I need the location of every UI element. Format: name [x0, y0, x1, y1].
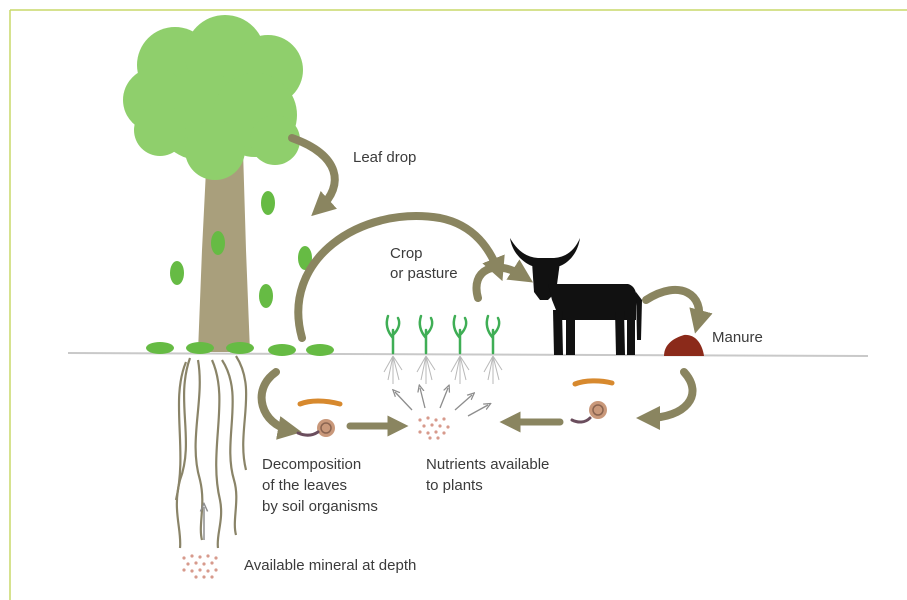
leaves-to-decomposition-arrow [262, 372, 290, 430]
manure-pile [664, 335, 704, 356]
label-decomposition: Decomposition [262, 455, 361, 475]
label-crop: Crop [390, 244, 423, 264]
ground-line [68, 353, 868, 356]
tree-roots [176, 356, 246, 548]
uptake-arrows [395, 388, 488, 416]
tree-trunk [198, 150, 250, 352]
crop-plants [384, 316, 502, 384]
label-manure: Manure [712, 328, 763, 348]
label-nutrients-available: Nutrients available [426, 455, 549, 475]
tree-canopy [123, 15, 303, 180]
soil-organisms-left [298, 401, 340, 437]
mineral-dots [182, 554, 217, 578]
nutrient-dots [418, 416, 449, 439]
ox-silhouette [510, 238, 642, 355]
label-by-soil-organisms: by soil organisms [262, 497, 378, 517]
cycle-arrows [262, 138, 700, 430]
label-leaf-drop: Leaf drop [353, 148, 416, 168]
manure-to-soil-arrow [648, 372, 693, 418]
soil-arrows [350, 422, 560, 426]
animal-to-manure-arrow [646, 290, 699, 322]
label-or-pasture: or pasture [390, 264, 458, 284]
soil-organisms-right [572, 381, 612, 422]
label-to-plants: to plants [426, 476, 483, 496]
label-of-the-leaves: of the leaves [262, 476, 347, 496]
label-available-mineral: Available mineral at depth [244, 556, 416, 576]
